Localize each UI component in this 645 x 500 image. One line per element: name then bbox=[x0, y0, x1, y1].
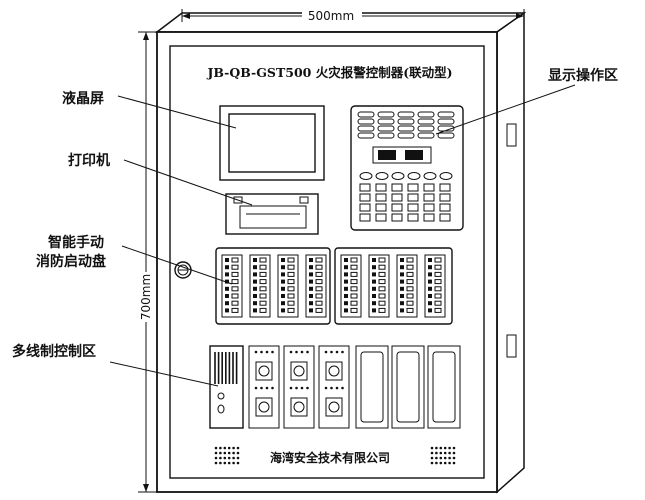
manual-panel-columns bbox=[221, 254, 446, 318]
leader-manual bbox=[121, 245, 233, 285]
height-label: 700mm bbox=[139, 274, 153, 320]
printer bbox=[225, 193, 319, 235]
label-lcd: 液晶屏 bbox=[62, 90, 104, 107]
label-printer: 打印机 bbox=[68, 152, 110, 169]
keypad bbox=[359, 172, 453, 222]
display-operation-area bbox=[350, 105, 464, 231]
label-manual-line2: 消防启动盘 bbox=[36, 253, 106, 270]
panel-title: JB-QB-GST500 火灾报警控制器(联动型) bbox=[206, 65, 452, 80]
manual-start-panel bbox=[215, 247, 453, 325]
multiline-control-area bbox=[209, 345, 461, 429]
label-manual-line1: 智能手动 bbox=[47, 234, 104, 251]
lcd-screen bbox=[219, 105, 325, 181]
width-dimension: 500mm bbox=[181, 8, 525, 23]
leader-display bbox=[435, 84, 576, 135]
key-lock bbox=[174, 261, 192, 279]
speaker-grille-left bbox=[214, 446, 240, 465]
blank-modules bbox=[355, 345, 461, 429]
label-display: 显示操作区 bbox=[548, 67, 618, 84]
leader-multiline bbox=[109, 361, 219, 387]
multiline-power-module bbox=[209, 345, 244, 429]
width-label: 500mm bbox=[308, 9, 354, 23]
label-multiline: 多线制控制区 bbox=[12, 343, 96, 360]
leader-printer bbox=[123, 159, 253, 206]
height-dimension: 700mm bbox=[138, 31, 157, 493]
company-name: 海湾安全技术有限公司 bbox=[270, 450, 390, 465]
multiline-modules bbox=[248, 345, 350, 429]
led-indicator-rows bbox=[357, 111, 455, 139]
speaker-grille-right bbox=[430, 446, 456, 465]
leader-lcd bbox=[117, 95, 237, 129]
